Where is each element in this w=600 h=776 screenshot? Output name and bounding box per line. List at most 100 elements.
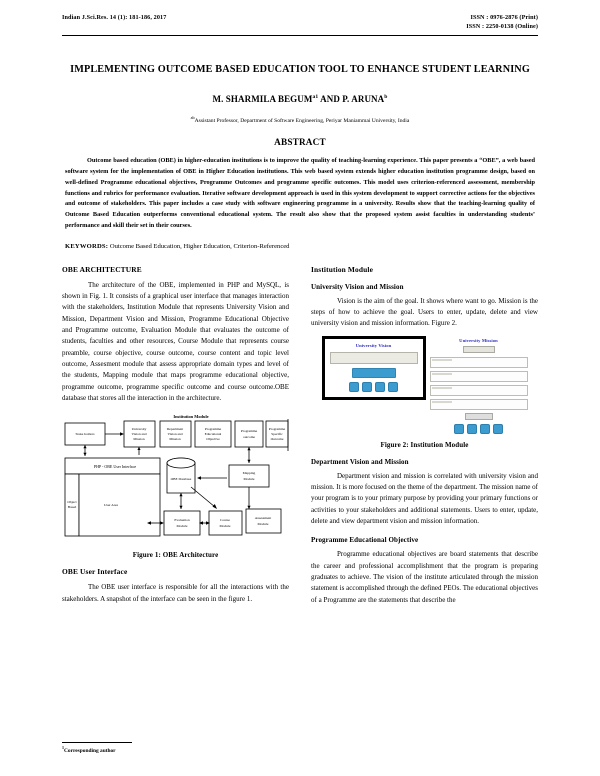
svg-text:Module: Module (243, 477, 254, 481)
svg-text:OBE Database: OBE Database (170, 477, 191, 481)
figure-2-caption: Figure 2: Institution Module (380, 440, 469, 449)
university-vision-mission-heading: University Vision and Mission (311, 282, 404, 291)
department-vision-mission-text: Department vision and mission is correla… (311, 471, 538, 526)
figure-1-container: Institution Module (62, 411, 289, 544)
mission-field-2[interactable] (429, 370, 528, 382)
department-vision-mission-paragraph: Department vision and mission is correla… (311, 471, 538, 528)
svg-text:Programme: Programme (204, 427, 221, 431)
mission-submit-button[interactable] (464, 412, 493, 420)
next-record-icon[interactable] (480, 423, 490, 434)
obe-user-interface-paragraph: The OBE user interface is responsible fo… (62, 582, 289, 605)
svg-text:Assessment: Assessment (254, 516, 271, 520)
svg-text:Object: Object (67, 500, 76, 504)
svg-text:PHP - OBE User Interface: PHP - OBE User Interface (93, 464, 136, 469)
page-title: IMPLEMENTING OUTCOME BASED EDUCATION TOO… (70, 63, 530, 75)
obe-architecture-diagram: Institution Module (64, 414, 288, 537)
svg-text:Course: Course (220, 518, 230, 522)
previous-record-icon[interactable] (362, 381, 372, 392)
programme-educational-objective-paragraph: Programme educational objectives are boa… (311, 549, 538, 606)
svg-text:Programme: Programme (240, 429, 257, 433)
university-vision-mission-paragraph: Vision is the aim of the goal. It shows … (311, 296, 538, 330)
footnote-divider (62, 742, 132, 743)
diagram-box-stakeholder: Stake holders (75, 432, 95, 436)
svg-text:Programme: Programme (268, 427, 285, 431)
affiliation-text: Assistant Professor, Department of Softw… (194, 118, 410, 125)
obe-architecture-paragraph: The architecture of the OBE, implemented… (62, 280, 289, 405)
page-content: Indian J.Sci.Res. 14 (1): 181-186, 2017 … (62, 14, 538, 612)
issn-print: ISSN : 0976-2876 (Print) (470, 14, 538, 21)
programme-educational-objective-text: Programme educational objectives are boa… (311, 550, 538, 604)
author-line: M. SHARMILA BEGUMa1 AND P. ARUNAb (62, 94, 538, 104)
previous-record-icon[interactable] (467, 423, 477, 434)
first-record-icon[interactable] (454, 423, 464, 434)
svg-text:Mission: Mission (133, 437, 145, 441)
keywords-label: KEYWORDS: (65, 242, 109, 250)
first-record-icon[interactable] (349, 381, 359, 392)
svg-text:Vision and: Vision and (131, 432, 146, 436)
affiliation-sup: ab (190, 115, 195, 121)
footnote-marker: 1 (62, 745, 64, 750)
svg-text:Based: Based (67, 505, 76, 509)
abstract-text: Outcome based education (OBE) in higher-… (65, 157, 535, 230)
corresponding-author-footnote: 1Corresponding author (62, 745, 116, 754)
obe-user-interface-text: The OBE user interface is responsible fo… (62, 583, 289, 603)
svg-text:Module: Module (257, 522, 268, 526)
svg-text:outcome: outcome (242, 435, 254, 439)
mission-add-button[interactable] (462, 345, 495, 353)
university-mission-panel-title: University Mission (459, 337, 498, 343)
vision-textarea[interactable] (329, 351, 418, 364)
university-vision-screenshot: University Vision (321, 335, 426, 400)
svg-text:Module: Module (219, 524, 230, 528)
svg-text:Objective: Objective (206, 437, 220, 441)
svg-text:Department: Department (166, 427, 183, 431)
vision-submit-button[interactable] (351, 367, 396, 378)
author-two-sup: b (384, 94, 388, 101)
author-one: M. SHARMILA BEGUM (212, 94, 313, 105)
figure-1-caption: Figure 1: OBE Architecture (132, 551, 219, 560)
abstract-heading: ABSTRACT (274, 137, 326, 148)
mission-field-3[interactable] (429, 384, 528, 396)
svg-text:Outcome: Outcome (270, 437, 283, 441)
svg-text:Educational: Educational (204, 432, 221, 436)
header-divider (62, 34, 538, 36)
svg-text:User Area: User Area (103, 503, 118, 507)
keywords-value: Outcome Based Education, Higher Educatio… (108, 242, 290, 250)
running-head: Indian J.Sci.Res. 14 (1): 181-186, 2017 … (62, 14, 538, 34)
obe-user-interface-heading: OBE User Interface (62, 567, 128, 577)
next-record-icon[interactable] (375, 381, 385, 392)
obe-architecture-text: The architecture of the OBE, implemented… (62, 280, 289, 403)
svg-text:University: University (131, 427, 146, 431)
university-mission-screenshot: University Mission (429, 336, 528, 434)
svg-text:Mission: Mission (169, 437, 181, 441)
left-column: OBE ARCHITECTURE The architecture of the… (62, 265, 289, 612)
mission-field-4[interactable] (429, 398, 528, 410)
mission-nav-buttons[interactable] (430, 423, 528, 434)
university-vision-panel-title: University Vision (355, 342, 392, 348)
affiliation: abAssistant Professor, Department of Sof… (62, 115, 538, 124)
svg-text:Evaluation: Evaluation (174, 518, 189, 522)
author-one-sup: a1 (312, 94, 319, 101)
author-two: AND P. ARUNA (318, 94, 385, 105)
footnote-text: Corresponding author (64, 747, 116, 754)
vision-nav-buttons[interactable] (328, 381, 420, 392)
obe-architecture-heading: OBE ARCHITECTURE (62, 264, 142, 274)
svg-text:Specific: Specific (271, 432, 283, 436)
body-columns: OBE ARCHITECTURE The architecture of the… (62, 265, 538, 612)
journal-reference: Indian J.Sci.Res. 14 (1): 181-186, 2017 (62, 14, 167, 21)
diagram-institution-module-label: Institution Module (173, 414, 208, 419)
department-vision-mission-heading: Department Vision and Mission (311, 457, 409, 466)
svg-text:Mapping: Mapping (242, 471, 255, 475)
last-record-icon[interactable] (388, 381, 398, 392)
institution-module-heading: Institution Module (311, 264, 374, 274)
figure-2-container: University Vision University Mission (311, 335, 538, 434)
university-vision-mission-text: Vision is the aim of the goal. It shows … (311, 296, 538, 328)
keywords-line: KEYWORDS: Outcome Based Education, Highe… (62, 242, 538, 252)
issn-online: ISSN : 2250-0138 (Online) (466, 22, 538, 30)
programme-educational-objective-heading: Programme Educational Objective (311, 536, 419, 545)
mission-field-1[interactable] (429, 356, 528, 368)
svg-text:Vision and: Vision and (167, 432, 182, 436)
last-record-icon[interactable] (493, 423, 503, 434)
right-column: Institution Module University Vision and… (311, 265, 538, 612)
issn-block: ISSN : 0976-2876 (Print) ISSN : 2250-013… (466, 14, 538, 32)
